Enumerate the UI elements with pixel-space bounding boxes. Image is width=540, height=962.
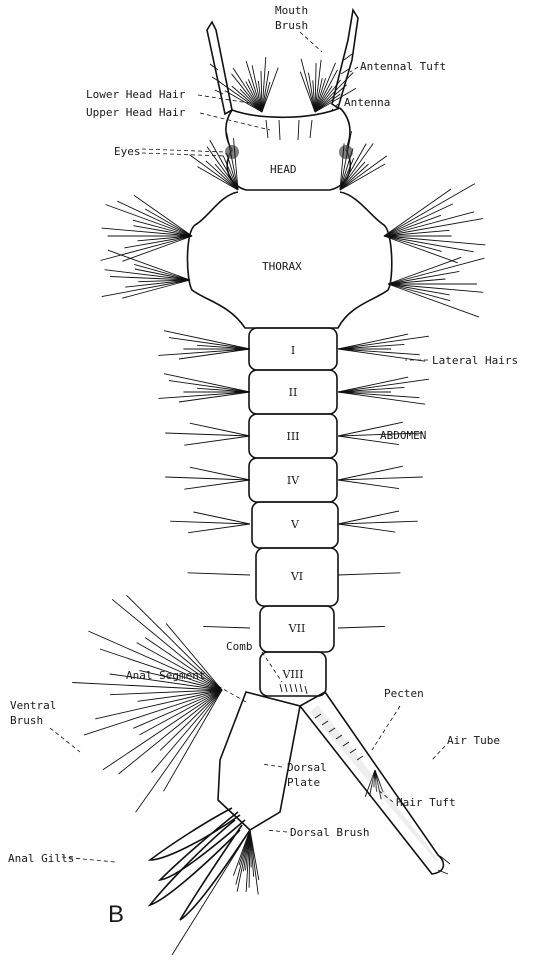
lateral-hairs-left-1 (158, 331, 250, 359)
pecten-label: Pecten (384, 687, 424, 700)
anal-segment-label: Anal Segment (126, 669, 205, 682)
head-label: HEAD (270, 163, 297, 176)
lateral-hairs-right-5 (338, 511, 418, 532)
lateral-hairs-right-7 (338, 626, 385, 628)
thorax-tuft-left-upper (100, 195, 192, 261)
abdomen (249, 328, 338, 696)
mouth-brush-label-1: Mouth (275, 4, 308, 17)
comb-spines (280, 684, 307, 694)
upper-head-hair-label: Upper Head Hair (86, 106, 186, 119)
anal-gills-label: Anal Gills (8, 852, 74, 865)
lateral-hairs-left-2 (158, 374, 250, 402)
ventral-brush (72, 595, 222, 812)
lateral-hairs-left-7 (203, 626, 250, 628)
head (225, 108, 353, 190)
segment-labels: I II III IV V VI VII VIII (282, 344, 306, 681)
dorsal-plate-label-2: Plate (287, 776, 320, 789)
segment-VI: VI (290, 570, 303, 583)
mouth-brushes (217, 57, 356, 112)
lateral-hairs-label: Lateral Hairs (432, 354, 518, 367)
lateral-hairs-right-2 (338, 377, 429, 404)
dorsal-plate-label-1: Dorsal (287, 761, 327, 774)
segment-III: III (286, 430, 299, 443)
head-tuft-right (340, 131, 387, 190)
abdomen-label: ABDOMEN (380, 429, 426, 442)
lower-head-hair-label: Lower Head Hair (86, 88, 186, 101)
lateral-hairs-left-4 (165, 467, 250, 489)
air-tube-label: Air Tube (447, 734, 500, 747)
thorax-tuft-right-upper (384, 184, 485, 263)
left-eye (225, 145, 239, 159)
lateral-hairs-right-6 (338, 573, 400, 575)
segment-V: V (290, 518, 300, 531)
body-hairs (72, 131, 485, 894)
eyes-label: Eyes (114, 145, 141, 158)
segment-I: I (291, 344, 295, 357)
segment-VIII: VIII (282, 668, 304, 681)
thorax-tuft-right-lower (388, 257, 484, 317)
lateral-hairs-right-1 (338, 334, 429, 361)
hair-tuft-label: Hair Tuft (396, 796, 456, 809)
ventral-brush-label-2: Brush (10, 714, 43, 727)
antennal-tuft-label: Antennal Tuft (360, 60, 446, 73)
segment-II: II (289, 386, 298, 399)
right-eye (339, 145, 353, 159)
ventral-brush-label-1: Ventral (10, 699, 56, 712)
mouth-brush-label-2: Brush (275, 19, 308, 32)
segment-VII: VII (288, 622, 306, 635)
comb-label: Comb (226, 640, 253, 653)
lateral-hairs-right-4 (338, 466, 423, 488)
head-tuft-left (190, 133, 238, 190)
lateral-hairs-left-5 (170, 512, 250, 533)
lateral-hairs-left-6 (188, 573, 250, 575)
air-tube (300, 692, 450, 874)
antenna-label: Antenna (344, 96, 390, 109)
lateral-hairs-left-3 (165, 423, 250, 445)
dorsal-brush (233, 830, 258, 894)
segment-IV: IV (287, 474, 300, 487)
thorax-tuft-left-lower (102, 250, 190, 298)
thorax-label: THORAX (262, 260, 302, 273)
figure-letter: B (108, 901, 124, 928)
dorsal-brush-label: Dorsal Brush (290, 826, 369, 839)
anal-gills (150, 808, 250, 920)
